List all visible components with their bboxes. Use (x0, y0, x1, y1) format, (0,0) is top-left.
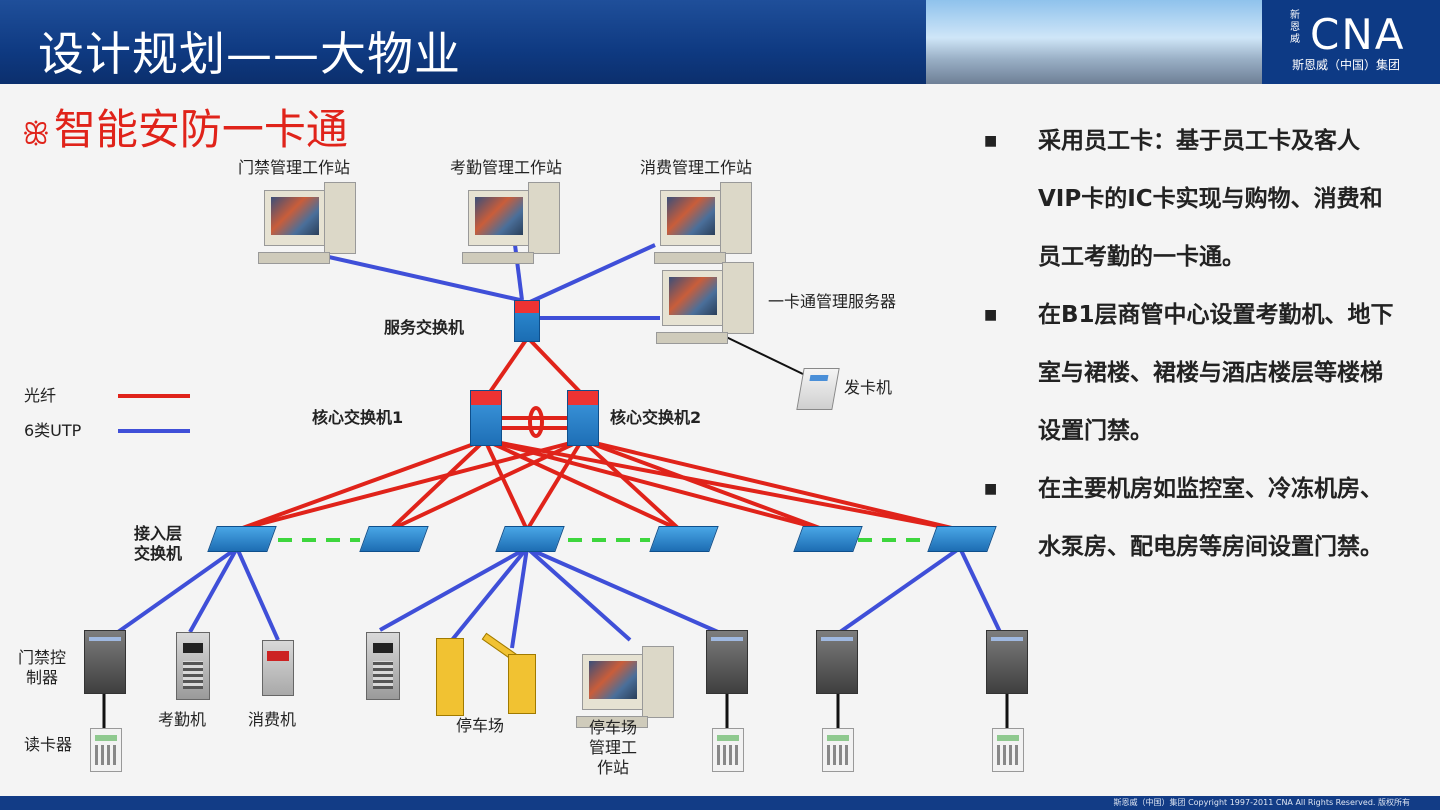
logo-box (1262, 0, 1440, 84)
parking-terminal-icon (436, 638, 464, 716)
access-switch-icon (649, 526, 719, 552)
logo-brand: CNA (1310, 10, 1406, 59)
card-issuer-icon (796, 368, 840, 410)
bullet-list: ■ 采用员工卡：基于员工卡及客人VIP卡的IC卡实现与购物、消费和员工考勤的一卡通… (982, 112, 1402, 576)
section-title: ꕥ智能安防一卡通 (22, 96, 348, 157)
access-switch-icon (359, 526, 429, 552)
card-reader-icon (90, 728, 122, 772)
bullet-item: ■ 在B1层商管中心设置考勤机、地下室与裙楼、裙楼与酒店楼层等楼梯设置门禁。 (982, 286, 1402, 460)
label-parking-workstation: 停车场 管理工 作站 (588, 718, 637, 777)
legend-fiber-label: 光纤 (24, 386, 57, 405)
label-attendance-machine: 考勤机 (158, 710, 207, 729)
card-reader-icon (822, 728, 854, 772)
bullet-text: 在主要机房如监控室、冷冻机房、水泵房、配电房等房间设置门禁。 (1038, 476, 1383, 560)
bullet-item: ■ 在主要机房如监控室、冷冻机房、水泵房、配电房等房间设置门禁。 (982, 460, 1402, 576)
utp-lines (116, 243, 1002, 649)
logo-vertical-text: 新恩威 (1290, 10, 1300, 45)
service-switch-icon (514, 300, 540, 342)
bullet-text: 在B1层商管中心设置考勤机、地下室与裙楼、裙楼与酒店楼层等楼梯设置门禁。 (1038, 302, 1394, 444)
label-card-server: 一卡通管理服务器 (768, 292, 897, 311)
label-access-workstation: 门禁管理工作站 (238, 158, 351, 177)
server-computer-icon (656, 262, 756, 346)
section-title-text: 智能安防一卡通 (53, 105, 348, 154)
label-access-switch: 接入层 交换机 (133, 524, 182, 563)
label-service-switch: 服务交换机 (384, 318, 465, 337)
computer-icon (654, 182, 754, 266)
reader-links (102, 334, 1009, 728)
label-consumption-machine: 消费机 (248, 710, 297, 729)
card-reader-icon (712, 728, 744, 772)
label-card-issuer: 发卡机 (844, 378, 893, 397)
access-controller-icon (706, 630, 748, 694)
footer-copyright: 斯恩威（中国）集团 Copyright 1997-2011 CNA All Ri… (1113, 798, 1410, 807)
label-core-switch-1: 核心交换机1 (312, 408, 404, 427)
consumption-machine-icon (262, 640, 294, 696)
card-reader-icon (992, 728, 1024, 772)
access-switch-icon (207, 526, 277, 552)
label-consumption-workstation: 消费管理工作站 (640, 158, 753, 177)
label-card-reader: 读卡器 (24, 735, 73, 754)
page-title: 设计规划——大物业 (38, 27, 461, 81)
access-controller-icon (986, 630, 1028, 694)
header-bar: 设计规划——大物业 (0, 0, 1440, 84)
parking-workstation-icon (576, 646, 676, 730)
computer-icon (462, 182, 562, 266)
computer-icon (258, 182, 358, 266)
legend-utp-label: 6类UTP (24, 421, 82, 440)
bullet-square-icon: ■ (984, 133, 998, 149)
label-attendance-workstation: 考勤管理工作站 (450, 158, 563, 177)
access-switch-icon (495, 526, 565, 552)
access-controller-icon (84, 630, 126, 694)
logo-subtitle: 斯恩威（中国）集团 (1292, 58, 1401, 72)
access-controller-icon (816, 630, 858, 694)
bullet-square-icon: ■ (984, 481, 998, 497)
legend-lines (118, 394, 190, 433)
label-core-switch-2: 核心交换机2 (610, 408, 702, 427)
bullet-text: 采用员工卡：基于员工卡及客人VIP卡的IC卡实现与购物、消费和员工考勤的一卡通。 (1038, 128, 1383, 270)
footer-bar: 斯恩威（中国）集团 Copyright 1997-2011 CNA All Ri… (0, 796, 1440, 810)
ornament-icon: ꕥ (22, 117, 50, 152)
attendance-machine-icon (176, 632, 210, 700)
header-city-photo (926, 0, 1262, 84)
core-switch-2-icon (567, 390, 599, 446)
core-switch-1-icon (470, 390, 502, 446)
attendance-terminal-icon (366, 632, 400, 700)
bullet-item: ■ 采用员工卡：基于员工卡及客人VIP卡的IC卡实现与购物、消费和员工考勤的一卡通… (982, 112, 1402, 286)
fiber-lines (236, 338, 961, 532)
access-switch-icon (793, 526, 863, 552)
bullet-square-icon: ■ (984, 307, 998, 323)
barrier-gate-icon (508, 654, 536, 714)
label-parking: 停车场 (456, 716, 505, 735)
label-access-controller: 门禁控 制器 (17, 648, 66, 687)
